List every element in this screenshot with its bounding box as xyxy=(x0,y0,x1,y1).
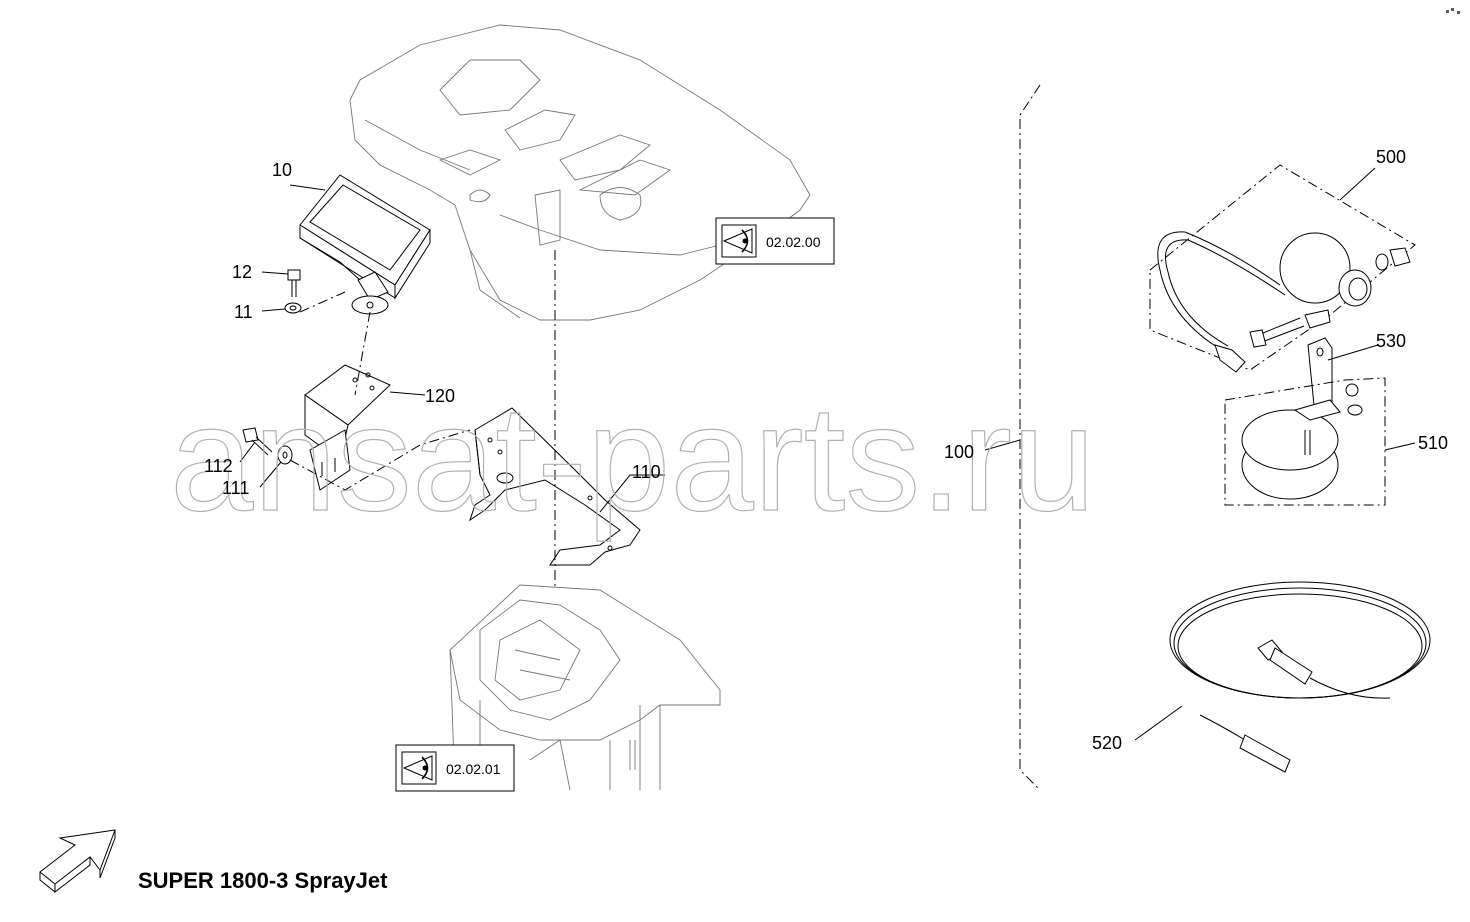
callout-120: 120 xyxy=(425,386,455,406)
reference-box-bottom[interactable]: 02.02.01 xyxy=(395,744,515,792)
display-console xyxy=(299,174,431,315)
callout-520: 520 xyxy=(1092,733,1122,753)
callout-111: 111 xyxy=(222,478,249,498)
eye-icon xyxy=(402,755,433,781)
cable-520 xyxy=(1169,581,1431,773)
callout-12: 12 xyxy=(232,262,252,282)
reference-label-bottom: 02.02.01 xyxy=(446,761,501,777)
leader-lines xyxy=(239,167,1416,741)
sensor-assembly-500 xyxy=(1149,164,1416,373)
callout-110: 110 xyxy=(632,462,661,482)
eye-icon xyxy=(722,228,753,254)
bolt-12 xyxy=(287,269,301,297)
callout-100: 100 xyxy=(944,442,974,462)
callout-500: 500 xyxy=(1376,147,1406,167)
callout-530: 530 xyxy=(1376,331,1406,351)
magnet-base-510 xyxy=(1224,377,1386,506)
bracket-530 xyxy=(1307,337,1333,416)
page-corner-icon xyxy=(1446,8,1460,14)
tank-drawing xyxy=(349,24,811,321)
reference-box-top[interactable]: 02.02.00 xyxy=(715,217,835,265)
direction-arrow-icon xyxy=(39,829,116,894)
watermark: ansat-parts.ru xyxy=(170,374,1095,542)
bracket-120 xyxy=(304,364,391,491)
page-title: SUPER 1800-3 SprayJet xyxy=(138,868,388,893)
plate-110 xyxy=(469,407,641,566)
callout-11: 11 xyxy=(234,302,253,322)
callout-112: 112 xyxy=(204,456,233,476)
washer-111 xyxy=(277,445,293,465)
washer-11 xyxy=(284,302,302,314)
callout-10: 10 xyxy=(272,160,292,180)
reference-label-top: 02.02.00 xyxy=(766,234,821,250)
callout-510: 510 xyxy=(1418,433,1448,453)
